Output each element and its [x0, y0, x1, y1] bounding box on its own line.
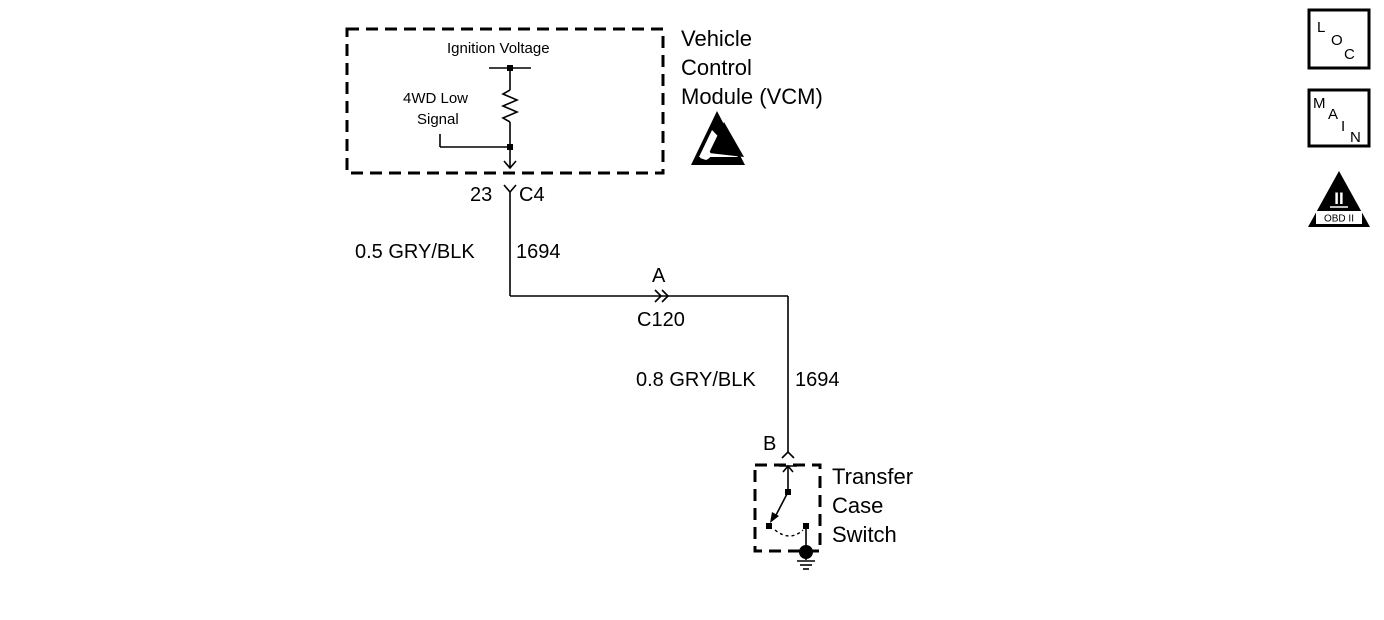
vcm-title-line2: Control — [681, 55, 752, 80]
wire1-gauge-color: 0.5 GRY/BLK — [355, 241, 475, 263]
ignition-voltage-label: Ignition Voltage — [447, 40, 550, 57]
vcm-title-line1: Vehicle — [681, 26, 752, 51]
switch-connector-b — [781, 450, 795, 459]
svg-text:OBD II: OBD II — [1324, 214, 1354, 225]
svg-text:N: N — [1350, 129, 1361, 146]
switch-title-line2: Case — [832, 493, 883, 518]
c4-connector-name: C4 — [519, 184, 545, 206]
signal-label-line1: 4WD Low — [403, 90, 468, 107]
switch-box — [753, 463, 822, 553]
c4-pin-number: 23 — [470, 184, 492, 206]
esd-warning-icon — [691, 111, 745, 165]
c120-pin-letter: A — [652, 265, 666, 287]
main-icon[interactable]: M A I N — [1307, 88, 1371, 148]
pullup-resistor — [500, 89, 520, 123]
svg-text:O: O — [1331, 32, 1343, 49]
switch-title-line3: Switch — [832, 522, 897, 547]
switch-title-line1: Transfer — [832, 464, 913, 489]
vcm-module-box — [345, 27, 665, 175]
wire1-circuit: 1694 — [516, 241, 561, 263]
connector-c4 — [503, 184, 517, 296]
svg-text:M: M — [1313, 95, 1326, 112]
loc-icon[interactable]: L O C — [1307, 8, 1371, 70]
vcm-title-line3: Module (VCM) — [681, 84, 823, 109]
svg-text:A: A — [1328, 106, 1338, 123]
svg-text:C: C — [1344, 46, 1355, 63]
c120-connector-name: C120 — [637, 309, 685, 331]
svg-text:L: L — [1317, 19, 1325, 36]
obd-ii-icon[interactable]: II OBD II — [1308, 171, 1370, 227]
signal-label-line2: Signal — [417, 111, 459, 128]
switch-pin-letter: B — [763, 433, 776, 455]
ground-icon — [797, 545, 815, 570]
wire2-circuit: 1694 — [795, 369, 840, 391]
svg-text:II: II — [1334, 189, 1343, 208]
wire2-gauge-color: 0.8 GRY/BLK — [636, 369, 756, 391]
svg-text:I: I — [1341, 118, 1345, 135]
connector-c120 — [654, 289, 670, 303]
